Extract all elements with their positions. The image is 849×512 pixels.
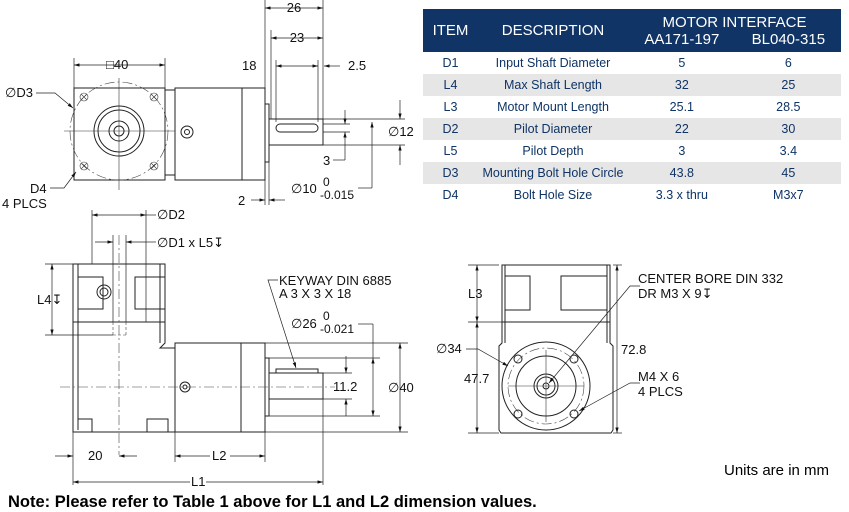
keyway-spec: A 3 X 3 X 18 [279, 286, 351, 301]
cell-bl040: M3x7 [773, 188, 804, 202]
dim-2-5: 2.5 [348, 58, 366, 73]
cell-description: Pilot Depth [522, 144, 584, 158]
cell-aa171: 32 [628, 74, 736, 96]
dim-l4: L4↧ [37, 292, 62, 307]
motor-interface-table: ITEM DESCRIPTION MOTOR INTERFACE AA171-1… [423, 9, 841, 206]
cell-aa171: 22 [628, 118, 736, 140]
cell-item: D4 [442, 188, 459, 202]
table-row: D4 Bolt Hole Size 3.3 x thru M3x7 [423, 184, 841, 206]
cell-item: D3 [423, 162, 478, 184]
dim-26: 26 [287, 0, 301, 15]
dim-11-2: 11.2 [333, 379, 357, 394]
table-row: D1 Input Shaft Diameter 5 6 [423, 52, 841, 74]
cell-bl040: 30 [735, 118, 841, 140]
cell-item: L4 [423, 74, 478, 96]
dim-d4: D4 [30, 181, 47, 196]
dim-2: 2 [238, 193, 245, 208]
cell-description: Bolt Hole Size [513, 188, 593, 202]
side-view: ∅D2 ∅D1 x L5↧ L4↧ KEYWAY DIN 6885 A 3 X … [37, 207, 414, 489]
cell-description: Max Shaft Length [478, 74, 628, 96]
cell-aa171: 25.1 [669, 100, 695, 114]
tol-26-lower: -0.021 [320, 322, 354, 336]
cell-bl040: 45 [735, 162, 841, 184]
cell-item: D2 [423, 118, 478, 140]
dim-phi-34: ∅34 [436, 341, 462, 356]
keyway-label: KEYWAY DIN 6885 [279, 273, 391, 288]
center-bore-label: CENTER BORE DIN 332 [638, 271, 783, 286]
dim-l3: L3 [468, 286, 482, 301]
dim-phi-40: ∅40 [388, 380, 414, 395]
cell-bl040: 25 [735, 74, 841, 96]
header-motor-interface: MOTOR INTERFACE [628, 9, 841, 31]
dim-20: 20 [88, 448, 102, 463]
end-view: L3 CENTER BORE DIN 332 DR M3 X 9↧ 72.8 ∅… [436, 264, 783, 434]
dim-phi-12: ∅12 [388, 124, 414, 139]
tol-10-lower: -0.015 [320, 188, 354, 202]
tol-10-upper: 0 [323, 175, 330, 189]
m4-plcs: 4 PLCS [638, 384, 683, 399]
cell-bl040: 6 [784, 56, 792, 70]
cell-aa171: 3 [678, 144, 686, 158]
dim-l2: L2 [212, 448, 226, 463]
cell-bl040: 28.5 [776, 100, 801, 114]
cell-description: Motor Mount Length [497, 100, 609, 114]
cell-item: D1 [442, 56, 459, 70]
cell-item: L5 [443, 144, 458, 158]
dim-l1: L1 [191, 474, 205, 489]
tol-26-upper: 0 [323, 309, 330, 323]
cell-description: Mounting Bolt Hole Circle [478, 162, 628, 184]
cell-description: Pilot Diameter [478, 118, 628, 140]
dim-18: 18 [242, 58, 256, 73]
dim-47-7: 47.7 [464, 371, 489, 386]
header-description: DESCRIPTION [478, 9, 628, 52]
dim-d3: ∅D3 [5, 85, 33, 100]
center-bore-spec: DR M3 X 9↧ [638, 286, 712, 301]
cell-item: L3 [443, 100, 458, 114]
top-view: 26 23 18 2.5 □40 ∅D3 D4 4 PLCS ∅12 3 ∅10… [2, 0, 414, 211]
dim-72-8: 72.8 [621, 342, 646, 357]
dim-d1-l5: ∅D1 x L5↧ [157, 235, 224, 250]
dim-23: 23 [290, 30, 304, 45]
dim-phi-10: ∅10 [291, 181, 317, 196]
cell-aa171: 5 [678, 56, 686, 70]
header-bl040: BL040-315 [735, 31, 841, 52]
dim-d4-plcs: 4 PLCS [2, 196, 47, 211]
dim-3: 3 [323, 153, 330, 168]
table-row: L5 Pilot Depth 3 3.4 [423, 140, 841, 162]
cell-description: Input Shaft Diameter [495, 56, 611, 70]
header-item: ITEM [423, 9, 478, 52]
dim-d2: ∅D2 [157, 207, 185, 222]
cell-aa171: 43.8 [628, 162, 736, 184]
note-text: Note: Please refer to Table 1 above for … [8, 493, 537, 511]
table-row: L3 Motor Mount Length 25.1 28.5 [423, 96, 841, 118]
cell-bl040: 3.4 [779, 144, 798, 158]
units-label: Units are in mm [724, 462, 830, 479]
m4-label: M4 X 6 [638, 369, 679, 384]
dim-square-40: □40 [106, 57, 128, 72]
dim-phi-26: ∅26 [291, 316, 317, 331]
header-aa171: AA171-197 [628, 31, 736, 52]
cell-aa171: 3.3 x thru [655, 188, 708, 202]
